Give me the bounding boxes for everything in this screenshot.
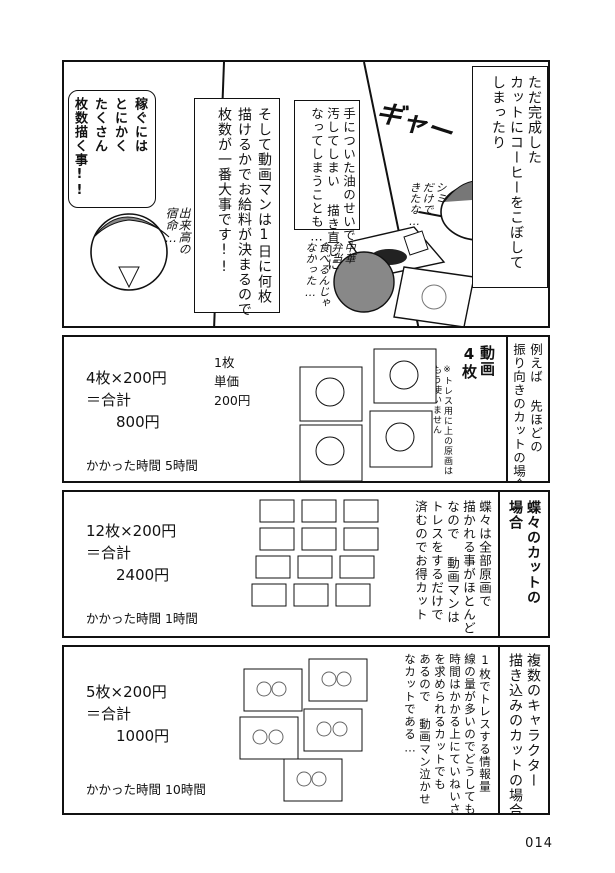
shout-text: 稼ぐには とにかく たくさん 枚数描く事!! <box>72 97 147 199</box>
narration-oil: 手についた油のせいで 汚してしまい 描き直しに なってしまうことも… <box>309 107 356 272</box>
time-10h: かかった時間 10時間 <box>86 782 206 797</box>
panel2-drawings <box>299 348 437 481</box>
handwritten-stain: シミ だけで きたな… <box>408 182 447 228</box>
page-number: 014 <box>525 836 553 851</box>
narration-box-oil: 手についた油のせいで 汚してしまい 描き直しに なってしまうことも… <box>294 100 360 272</box>
narration-wage: そして動画マンは1日に何枚 描けるかでお給料が決まるので 枚数が一番大事です!! <box>216 107 272 317</box>
narration-coffee: ただ完成した カットにコーヒーをこぼして しまったり <box>490 75 542 270</box>
calc-4: 4枚×200円 ＝合計 800円 <box>86 369 167 431</box>
panel-multi-character: 複数のキャラクター 描き込みのカットの場合 1枚でトレスする情報量 線の量が多い… <box>62 645 550 815</box>
shouting-character <box>90 213 168 291</box>
caption-butterfly: 蝶々のカットの 場合 <box>507 500 541 605</box>
butterfly-description: 蝶々は全部原画で 描かれる事がほとんど なので 動画マンは トレスをするだけで … <box>413 500 492 635</box>
handwritten-bento: 中華 弁当 食べるんじゃ なかった… <box>304 242 356 308</box>
narration-box-coffee: ただ完成した カットにコーヒーをこぼして しまったり <box>472 66 548 288</box>
calc-12: 12枚×200円 ＝合計 2400円 <box>86 522 177 584</box>
handwritten-fate: 出来高の 宿命… <box>164 207 191 255</box>
time-5h: かかった時間 5時間 <box>86 458 198 473</box>
stained-drawing <box>393 266 475 326</box>
douga-count-label: 動画 4枚 <box>460 345 496 380</box>
top-panel: ただ完成した カットにコーヒーをこぼして しまったり ギャー シミ だけで きた… <box>62 60 550 328</box>
caption-multi: 複数のキャラクター 描き込みのカットの場合 <box>507 653 541 815</box>
panel3-drawings <box>251 499 379 607</box>
panel4-drawings <box>239 658 368 802</box>
calc-5: 5枚×200円 ＝合計 1000円 <box>86 683 170 745</box>
caption-example: 例えば 先ほどの 振り向きのカットの場合 <box>511 343 543 483</box>
shout-bubble: 稼ぐには とにかく たくさん 枚数描く事!! <box>68 90 156 208</box>
panel-butterfly: 蝶々のカットの 場合 蝶々は全部原画で 描かれる事がほとんど なので 動画マンは… <box>62 490 550 638</box>
unit-price: 1枚 単価 200円 <box>214 355 251 408</box>
panel-4-drawings: 例えば 先ほどの 振り向きのカットの場合 動画 4枚 ※トレス用に上の原画は も… <box>62 335 550 483</box>
time-1h: かかった時間 1時間 <box>86 611 198 626</box>
narration-box-wage: そして動画マンは1日に何枚 描けるかでお給料が決まるので 枚数が一番大事です!! <box>194 98 280 317</box>
multi-description: 1枚でトレスする情報量 線の量が多いのでどうしても 時間はかかる上にていねいさ … <box>403 653 492 815</box>
